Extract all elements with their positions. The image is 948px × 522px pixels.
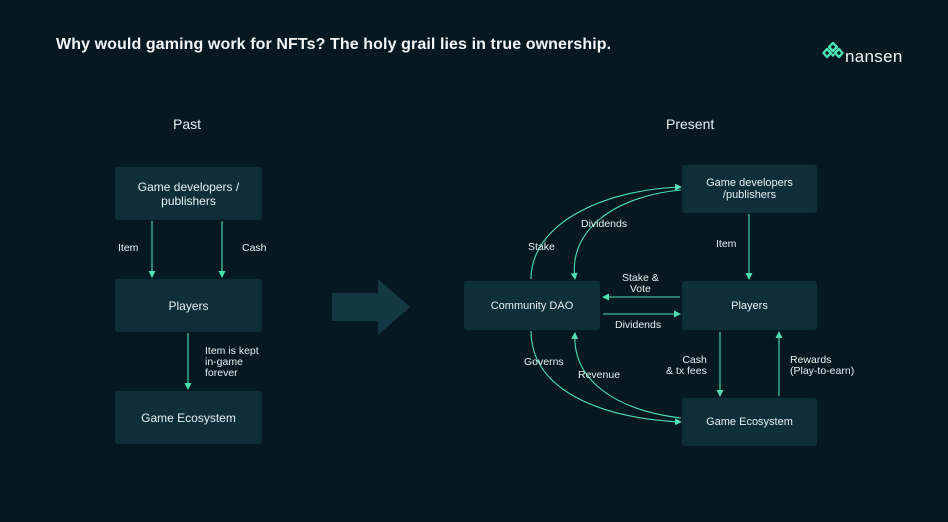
governs-label: Governs <box>524 356 564 368</box>
stake-vote-label: Stake & Vote <box>622 272 659 295</box>
nansen-diamond-icon <box>822 41 844 59</box>
present-ecosystem-box: Game Ecosystem <box>682 398 817 446</box>
community-dao-box: Community DAO <box>464 281 600 330</box>
present-developers-box: Game developers /publishers <box>682 165 817 213</box>
dividends-top-curve <box>570 189 682 280</box>
past-cash-label: Cash <box>242 242 267 254</box>
past-ecosystem-box: Game Ecosystem <box>115 391 262 444</box>
present-players-box: Players <box>682 281 817 330</box>
dividends-top-label: Dividends <box>581 218 628 230</box>
governs-curve <box>530 330 682 426</box>
past-players-box: Players <box>115 279 262 332</box>
rewards-label: Rewards (Play-to-earn) <box>790 354 855 377</box>
nansen-logo: nansen <box>822 38 903 66</box>
present-item-label: Item <box>716 238 737 250</box>
stake-curve <box>530 183 682 280</box>
stake-label: Stake <box>528 241 555 253</box>
revenue-curve <box>571 332 682 419</box>
page-title: Why would gaming work for NFTs? The holy… <box>56 36 612 53</box>
present-label: Present <box>666 116 715 132</box>
past-kept-label: Item is kept in-game forever <box>205 345 259 379</box>
past-developers-box: Game developers / publishers <box>115 167 262 220</box>
past-label: Past <box>173 116 202 132</box>
logo-text: nansen <box>845 47 903 66</box>
cash-fees-label: Cash & tx fees <box>666 354 707 377</box>
past-item-label: Item <box>118 242 139 254</box>
dividends-mid-label: Dividends <box>615 319 662 331</box>
revenue-label: Revenue <box>578 369 621 381</box>
transition-arrow-icon <box>332 279 410 335</box>
